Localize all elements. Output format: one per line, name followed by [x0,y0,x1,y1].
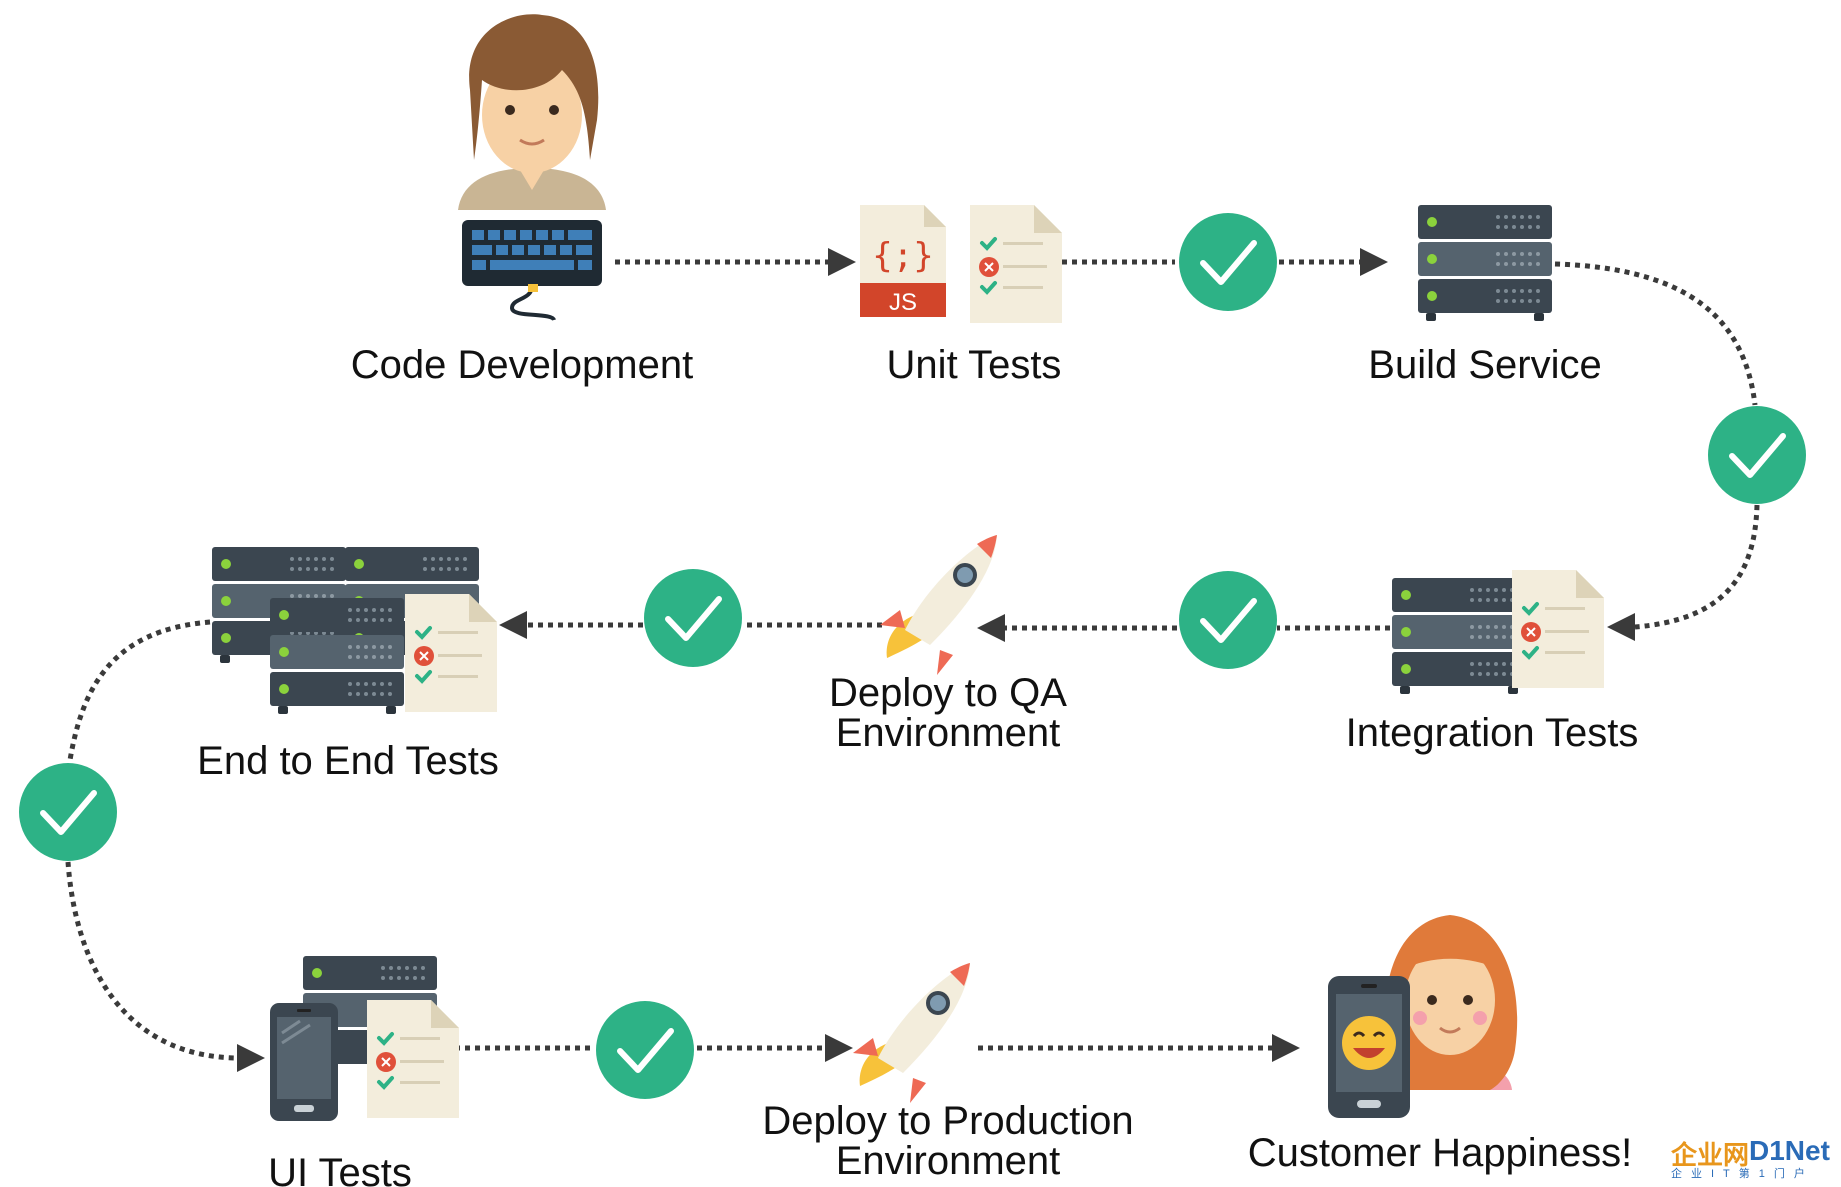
arrowhead-icon [237,1044,265,1072]
check-circle-icon [1179,213,1277,311]
test-report-icon [968,203,1064,325]
connector-build-to-check2 [1554,261,1758,406]
check-circle-icon [1179,571,1277,669]
label-ui-tests: UI Tests [268,1151,412,1187]
label-code-development: Code Development [351,343,693,387]
connectors [65,259,1760,1061]
watermark-brand-cn: 企业网 [1671,1140,1750,1170]
label-deploy-qa-line1: Deploy to QA [829,671,1067,715]
test-report-icon [403,592,499,714]
watermark-tagline: 企业IT第1门户 [1671,1168,1814,1180]
svg-text:JS: JS [889,289,917,316]
server-cluster-icon [212,547,499,714]
arrowhead-icon [977,614,1005,642]
arrowhead-icon [1360,248,1388,276]
server-rack-icon [1418,205,1552,321]
arrowhead-icon [825,1034,853,1062]
developer-avatar-icon [458,14,606,210]
smartphone-icon [268,1001,340,1123]
smartphone-icon [1328,976,1410,1118]
label-end-to-end-tests: End to End Tests [197,739,499,783]
arrowhead-icon [499,611,527,639]
connector-check5-to-uitests [65,861,236,1061]
server-rack-icon [1392,578,1526,694]
label-unit-tests: Unit Tests [887,343,1062,387]
rocket-icon [853,963,970,1103]
connector-check2-to-integration [1634,504,1760,630]
label-build-service: Build Service [1368,343,1601,387]
watermark-brand-en: D1Net [1749,1135,1830,1166]
label-deploy-prod-line1: Deploy to Production [762,1099,1133,1143]
keyboard-icon [462,220,602,322]
check-circle-icon [596,1001,694,1099]
test-report-icon [1510,568,1606,690]
label-deploy-qa-line2: Environment [836,711,1061,755]
customer-avatar-icon [1385,915,1518,1090]
rocket-icon [880,535,997,675]
label-customer-happiness: Customer Happiness! [1248,1131,1633,1175]
js-file-icon: {;} JS [860,205,946,317]
watermark-logo: 企业网 D1Net 企业IT第1门户 [1671,1135,1841,1183]
check-circle-icon [1708,406,1806,504]
test-report-icon [365,998,461,1120]
connector-e2e-to-check5 [67,619,211,761]
check-circle-icon [19,763,117,861]
check-circle-icon [644,569,742,667]
arrowhead-icon [1607,613,1635,641]
svg-text:{;}: {;} [872,236,933,276]
label-deploy-prod-line2: Environment [836,1139,1061,1183]
arrowhead-icon [828,248,856,276]
arrowhead-icon [1272,1034,1300,1062]
label-integration-tests: Integration Tests [1346,711,1639,755]
